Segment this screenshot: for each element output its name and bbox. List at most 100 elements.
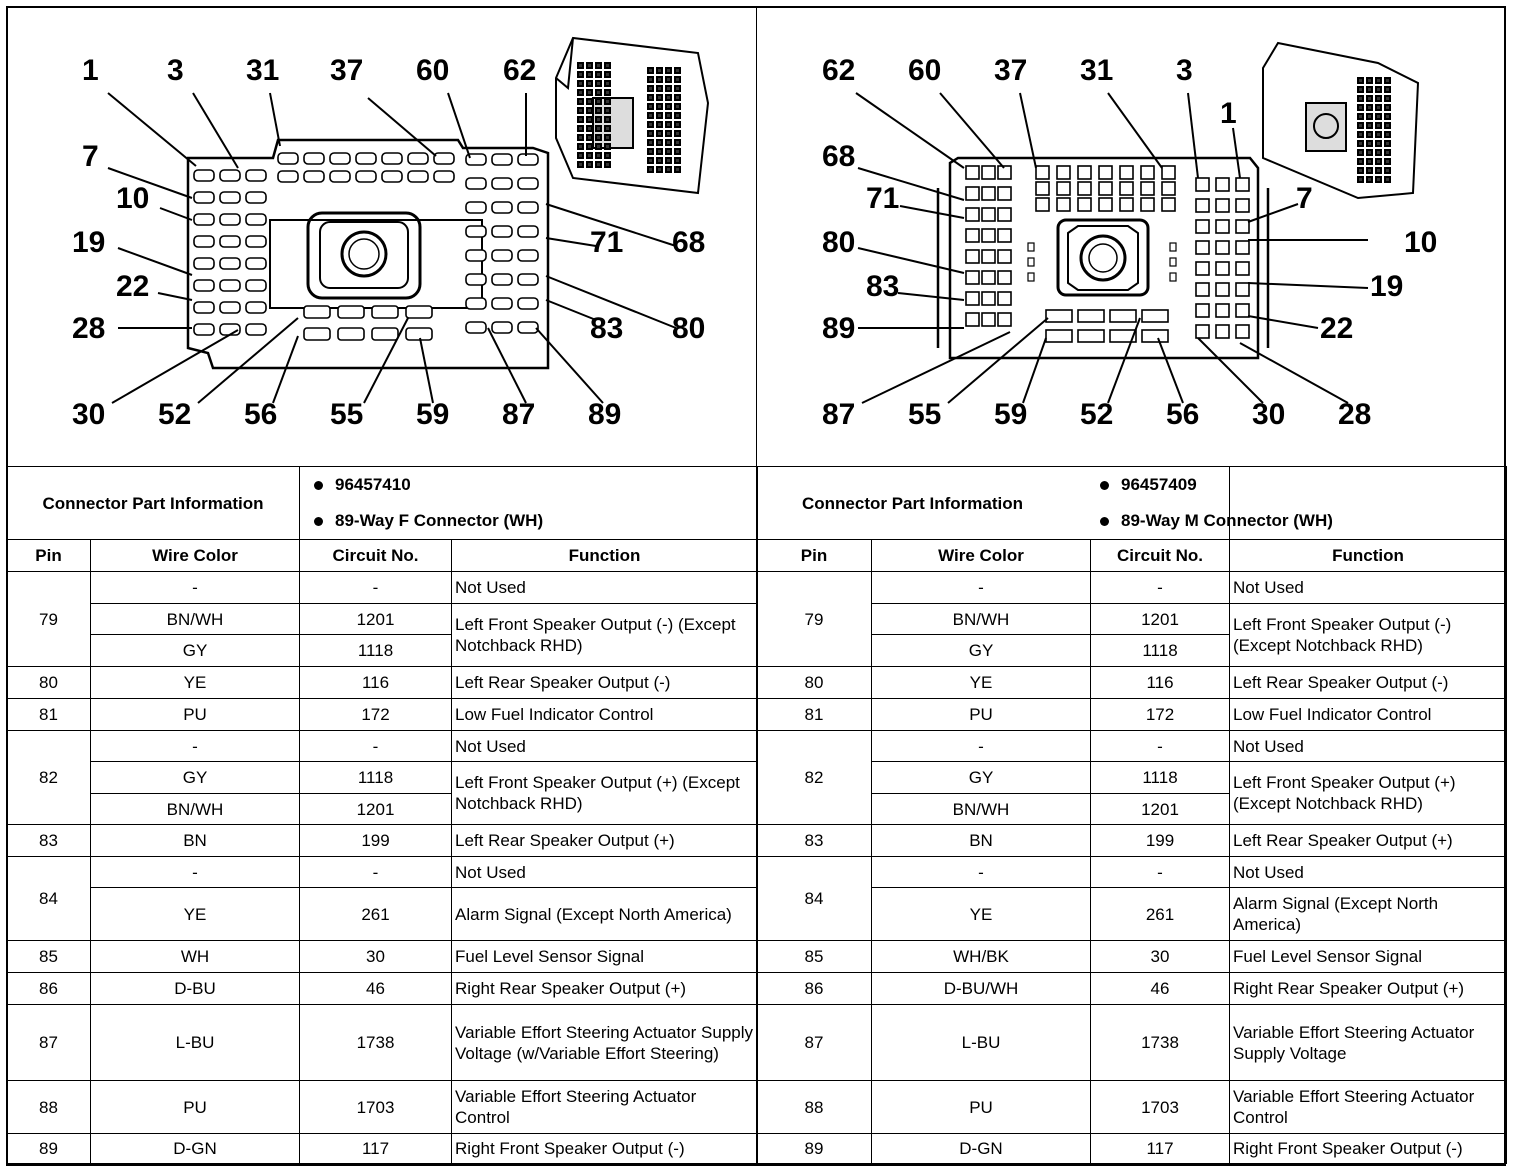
function-cell: Variable Effort Steering Actuator Contro… bbox=[1229, 1080, 1508, 1134]
wire-color-cell: L-BU bbox=[871, 1004, 1091, 1081]
callout-label: 62 bbox=[503, 54, 536, 87]
terminal-cavity bbox=[517, 177, 539, 190]
function-cell: Left Front Speaker Output (+) (Except No… bbox=[451, 761, 759, 825]
callout-label: 22 bbox=[1320, 312, 1353, 345]
terminal-cavity bbox=[981, 291, 996, 306]
terminal-cavity bbox=[1109, 329, 1137, 343]
circuit-cell: 30 bbox=[299, 940, 453, 973]
thumbnail-cavity bbox=[1357, 104, 1364, 111]
thumbnail-cavity bbox=[595, 143, 602, 150]
callout-label: 52 bbox=[158, 398, 191, 431]
thumbnail-cavity bbox=[665, 166, 672, 173]
col-header-pin: Pin bbox=[6, 539, 91, 572]
wire-color-cell: BN bbox=[871, 824, 1091, 857]
pin-cell: 88 bbox=[6, 1080, 91, 1134]
wire-color-cell: D-GN bbox=[871, 1133, 1091, 1164]
terminal-cavity bbox=[1215, 324, 1230, 339]
terminal-cavity bbox=[517, 153, 539, 166]
terminal-cavity bbox=[997, 270, 1012, 285]
terminal-cavity bbox=[981, 228, 996, 243]
thumbnail-cavity bbox=[604, 62, 611, 69]
terminal-cavity bbox=[491, 201, 513, 214]
thumbnail-cavity bbox=[1375, 86, 1382, 93]
table-row: YE 261 Alarm Signal (Except North Americ… bbox=[757, 887, 1508, 941]
terminal-cavity bbox=[337, 305, 365, 319]
thumbnail-cavity bbox=[1366, 176, 1373, 183]
thumbnail-cavity bbox=[604, 125, 611, 132]
thumbnail-cavity bbox=[586, 89, 593, 96]
thumbnail-cavity bbox=[674, 67, 681, 74]
circuit-cell: - bbox=[1089, 730, 1231, 762]
terminal-cavity bbox=[1161, 165, 1176, 180]
thumbnail-cavity bbox=[604, 152, 611, 159]
thumbnail-cavity bbox=[1366, 86, 1373, 93]
thumbnail-cavity bbox=[665, 139, 672, 146]
terminal-cavity bbox=[1119, 197, 1134, 212]
thumbnail-cavity bbox=[674, 94, 681, 101]
female-callout-numbers: 1 3 31 37 60 62 7 10 19 22 28 68 71 83 8… bbox=[72, 54, 705, 431]
function-cell: Right Front Speaker Output (-) bbox=[1229, 1133, 1508, 1164]
terminal-cavity bbox=[517, 225, 539, 238]
male-connector-cavities bbox=[965, 165, 1250, 343]
thumbnail-cavity bbox=[674, 166, 681, 173]
terminal-cavity bbox=[245, 191, 267, 204]
thumbnail-cavity bbox=[595, 152, 602, 159]
callout-label: 87 bbox=[502, 398, 535, 431]
callout-label: 83 bbox=[866, 270, 899, 303]
thumbnail-cavity bbox=[665, 94, 672, 101]
thumbnail-cavity bbox=[1357, 176, 1364, 183]
table-row: 88 PU 1703 Variable Effort Steering Actu… bbox=[6, 1080, 759, 1134]
terminal-cavity bbox=[1215, 219, 1230, 234]
male-connector-body bbox=[936, 156, 1270, 360]
terminal-cavity bbox=[1235, 177, 1250, 192]
terminal-cavity bbox=[405, 327, 433, 341]
wire-color-cell: GY bbox=[89, 761, 301, 794]
terminal-cavity bbox=[1195, 240, 1210, 255]
thumbnail-cavity bbox=[647, 112, 654, 119]
terminal-cavity bbox=[1215, 261, 1230, 276]
thumbnail-cavity bbox=[647, 94, 654, 101]
col-header-function: Function bbox=[451, 539, 759, 572]
terminal-cavity bbox=[491, 225, 513, 238]
thumbnail-cavity bbox=[577, 161, 584, 168]
thumbnail-cavity bbox=[586, 152, 593, 159]
callout-label: 68 bbox=[672, 226, 705, 259]
circuit-cell: 46 bbox=[299, 972, 453, 1005]
terminal-cavity bbox=[193, 257, 215, 270]
table-header-row: Pin Wire Color Circuit No. Function bbox=[6, 539, 759, 572]
thumbnail-cavity bbox=[595, 62, 602, 69]
wire-color-cell: YE bbox=[871, 666, 1091, 699]
terminal-cavity bbox=[355, 152, 377, 165]
callout-label: 60 bbox=[416, 54, 449, 87]
connector-info-row: Connector Part Information 96457410 89-W… bbox=[5, 466, 759, 540]
wire-color-cell: BN/WH bbox=[871, 603, 1091, 635]
callout-label: 62 bbox=[822, 54, 855, 87]
female-connector-body bbox=[186, 138, 550, 370]
thumbnail-cavity bbox=[595, 89, 602, 96]
table-row: GY 1118 bbox=[757, 634, 1507, 667]
thumbnail-cavity bbox=[577, 98, 584, 105]
thumbnail-cavity bbox=[1357, 131, 1364, 138]
thumbnail-cavity bbox=[595, 71, 602, 78]
callout-label: 52 bbox=[1080, 398, 1113, 431]
terminal-cavity bbox=[219, 257, 241, 270]
circuit-cell: - bbox=[1089, 571, 1231, 604]
terminal-cavity bbox=[405, 305, 433, 319]
terminal-cavity bbox=[997, 186, 1012, 201]
terminal-cavity bbox=[219, 235, 241, 248]
terminal-cavity bbox=[1195, 198, 1210, 213]
thumbnail-cavity bbox=[595, 125, 602, 132]
terminal-cavity bbox=[381, 170, 403, 183]
thumbnail-cavity bbox=[586, 134, 593, 141]
terminal-cavity bbox=[245, 257, 267, 270]
terminal-cavity bbox=[371, 327, 399, 341]
thumbnail-cavity bbox=[586, 125, 593, 132]
terminal-cavity bbox=[1098, 165, 1113, 180]
connector-info-values: 96457410 89-Way F Connector (WH) bbox=[299, 466, 759, 540]
terminal-cavity bbox=[517, 201, 539, 214]
terminal-cavity bbox=[1195, 324, 1210, 339]
col-header-pin: Pin bbox=[756, 539, 872, 572]
table-row: BN/WH 1201 Left Front Speaker Output (-)… bbox=[757, 603, 1508, 667]
thumbnail-cavity bbox=[1366, 149, 1373, 156]
thumbnail-cavity bbox=[656, 103, 663, 110]
